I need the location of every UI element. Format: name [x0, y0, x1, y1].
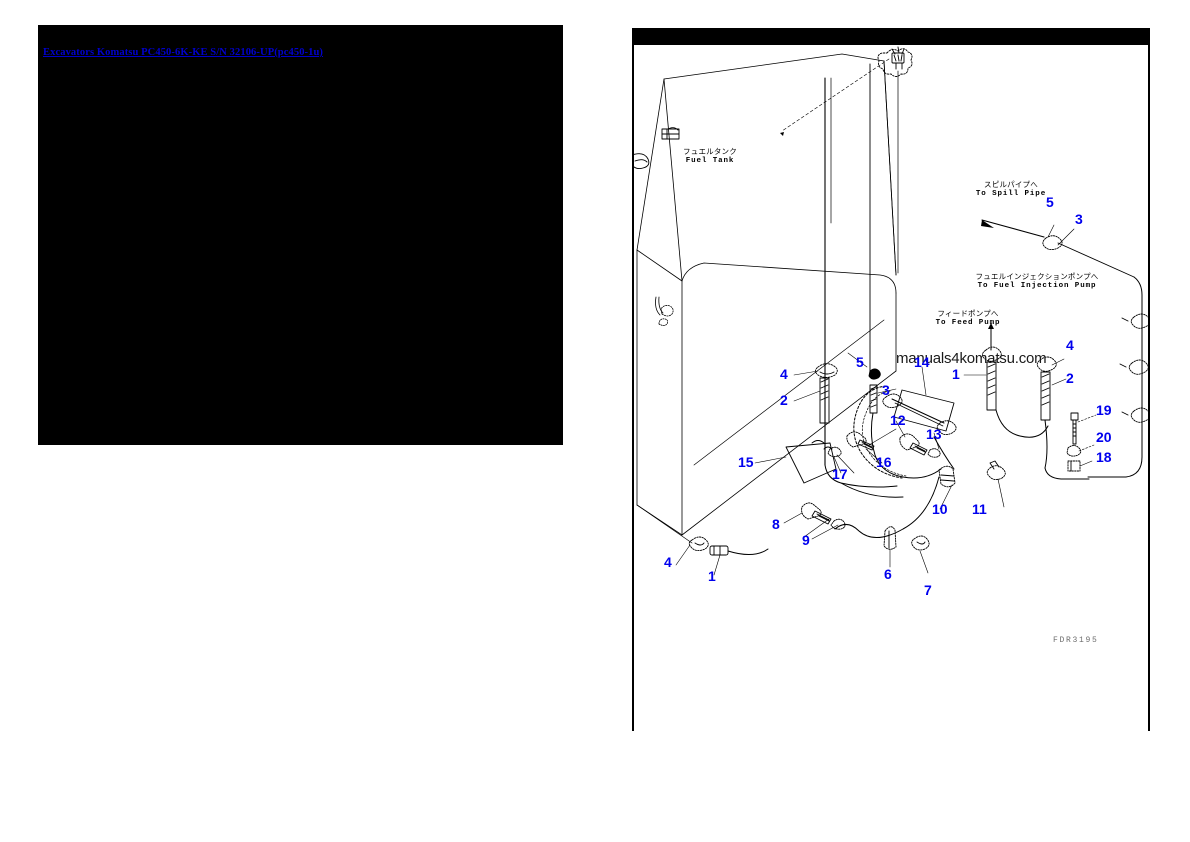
technical-drawing: フュエルタンク Fuel Tank スピルパイプへ To Spill Pipe … — [634, 45, 1148, 731]
callout-5-spill: 5 — [1046, 194, 1054, 210]
callout-7: 7 — [924, 582, 932, 598]
document-title-link[interactable]: Excavators Komatsu PC450-6K-KE S/N 32106… — [43, 47, 324, 58]
parts-diagram-panel: フュエルタンク Fuel Tank スピルパイプへ To Spill Pipe … — [632, 28, 1150, 731]
label-to-spill-pipe: スピルパイプへ To Spill Pipe — [975, 180, 1047, 198]
callout-15: 15 — [738, 454, 754, 470]
callout-16: 16 — [876, 454, 892, 470]
callout-4-right: 4 — [1066, 337, 1074, 353]
callout-17: 17 — [832, 466, 848, 482]
label-to-feed-pump: フィードポンプへ To Feed Pump — [935, 309, 1001, 327]
callout-3-tank: 3 — [882, 382, 890, 398]
watermark-text: manuals4komatsu.com — [896, 350, 1047, 367]
callout-1-bottom: 1 — [708, 568, 716, 584]
callout-18: 18 — [1096, 449, 1112, 465]
document-thumbnail — [38, 25, 563, 445]
callout-19: 19 — [1096, 402, 1112, 418]
callout-2-right: 2 — [1066, 370, 1074, 386]
callout-14: 14 — [914, 354, 930, 370]
callout-1-feed: 1 — [952, 366, 960, 382]
panel-left-border — [632, 28, 634, 731]
fuel-line-schematic-svg — [634, 46, 1148, 576]
callout-3-spill: 3 — [1075, 211, 1083, 227]
callout-4-bottom: 4 — [664, 554, 672, 570]
callout-20: 20 — [1096, 429, 1112, 445]
callout-4-tank: 4 — [780, 366, 788, 382]
document-preview-panel: Excavators Komatsu PC450-6K-KE S/N 32106… — [38, 25, 563, 445]
callout-10: 10 — [932, 501, 948, 517]
callout-11: 11 — [972, 501, 987, 517]
callout-2-tank: 2 — [780, 392, 788, 408]
label-to-fuel-injection-pump: フュエルインジェクションポンプへ To Fuel Injection Pump — [975, 272, 1099, 290]
callout-13: 13 — [926, 426, 942, 442]
panel-header-bar — [634, 28, 1148, 45]
callout-5-tank: 5 — [856, 354, 864, 370]
callout-9: 9 — [802, 532, 810, 548]
panel-right-border — [1148, 28, 1150, 731]
callout-8: 8 — [772, 516, 780, 532]
callout-6: 6 — [884, 566, 892, 582]
figure-reference-code: FDR3195 — [1053, 636, 1099, 645]
label-fuel-tank: フュエルタンク Fuel Tank — [683, 147, 737, 165]
callout-12: 12 — [890, 412, 906, 428]
